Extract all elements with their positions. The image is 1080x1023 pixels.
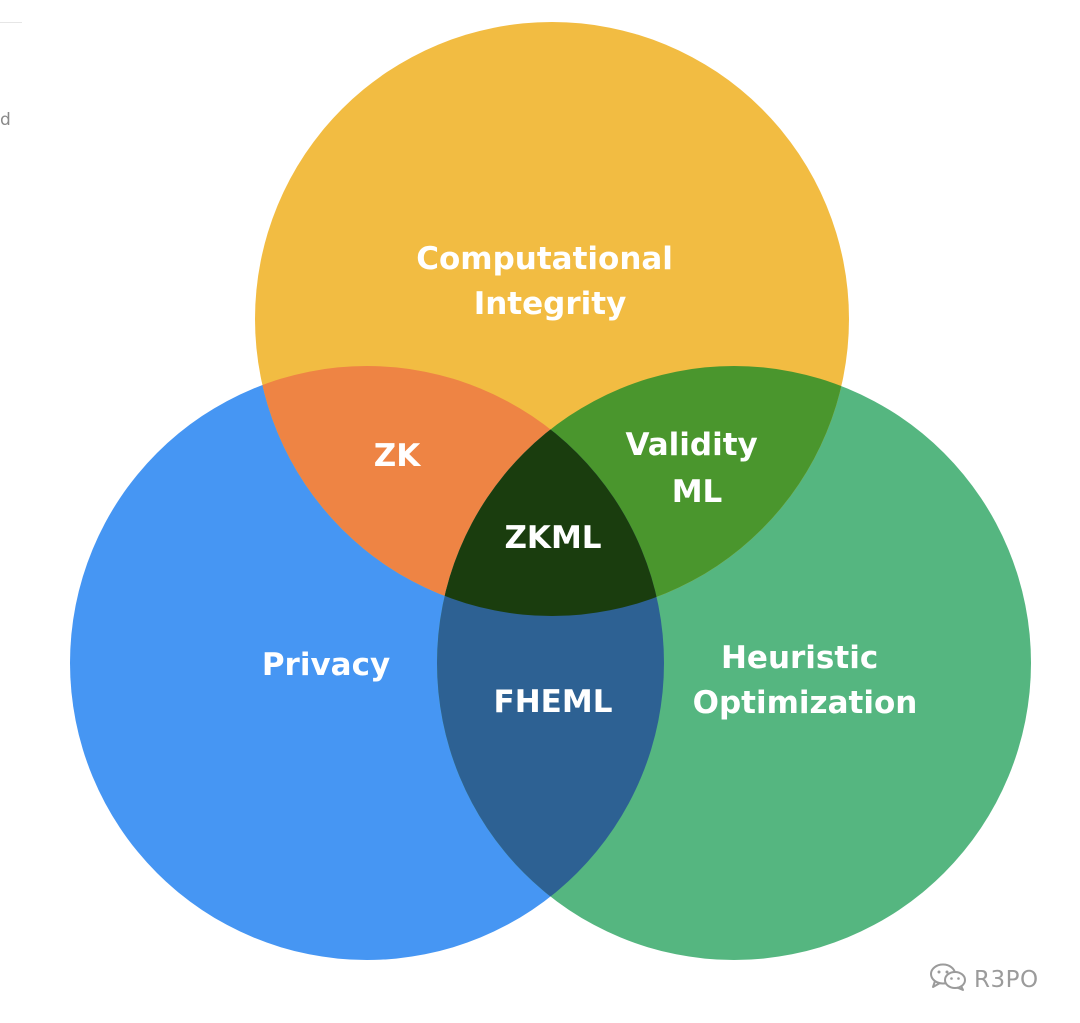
validity-ml-label-line1: Validity <box>625 427 757 463</box>
top-divider <box>0 22 22 23</box>
wechat-icon <box>928 962 970 997</box>
privacy-label: Privacy <box>262 647 390 683</box>
watermark-text: R3PO <box>974 966 1039 993</box>
zkml-label: ZKML <box>504 520 601 556</box>
watermark: R3PO <box>928 962 1039 997</box>
computational-integrity-label: Computational Integrity <box>416 241 684 322</box>
zk-label: ZK <box>374 438 421 474</box>
computational-integrity-label-line2: Integrity <box>474 286 627 322</box>
heuristic-optimization-label: Heuristic Optimization <box>693 640 918 721</box>
zkml-overlap <box>437 366 664 616</box>
edge-text-fragment: d <box>0 110 11 130</box>
heuristic-optimization-label-line2: Optimization <box>693 685 918 721</box>
heuristic-optimization-label-line1: Heuristic <box>721 640 878 676</box>
validity-ml-label-line2: ML <box>672 474 723 510</box>
computational-integrity-label-line1: Computational <box>416 241 673 277</box>
fheml-label: FHEML <box>494 684 613 720</box>
validity-ml-label: Validity ML <box>625 427 768 510</box>
